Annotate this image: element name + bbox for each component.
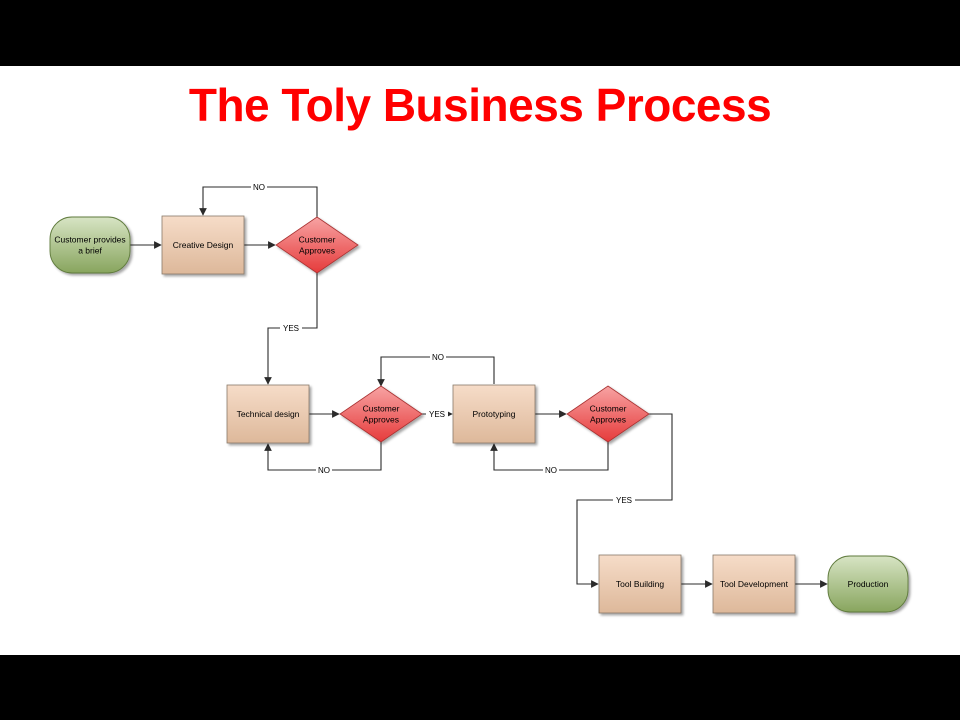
- edge-label-no: NO: [543, 465, 559, 475]
- decision-diamond: [275, 216, 359, 274]
- terminator-shape: [827, 555, 909, 613]
- process-box: [161, 215, 245, 275]
- node-label: Production: [848, 579, 889, 589]
- node-prototyping: Prototyping: [452, 384, 536, 444]
- svg-text:NO: NO: [432, 353, 444, 362]
- svg-text:NO: NO: [545, 466, 557, 475]
- node-label: Technical design: [237, 409, 300, 419]
- process-box: [226, 384, 310, 444]
- node-production: Production: [827, 555, 909, 613]
- node-label: Tool Building: [616, 579, 664, 589]
- node-label: Customer: [363, 404, 400, 414]
- edge-label-yes: YES: [280, 323, 302, 333]
- svg-text:YES: YES: [429, 410, 445, 419]
- process-box: [452, 384, 536, 444]
- node-label: a brief: [78, 246, 102, 256]
- node-label: Customer: [299, 235, 336, 245]
- process-box: [712, 554, 796, 614]
- edge-label-yes: YES: [426, 409, 448, 419]
- edge-label-yes: YES: [613, 495, 635, 505]
- decision-diamond: [566, 385, 650, 443]
- node-label: Creative Design: [173, 240, 234, 250]
- node-creative-design: Creative Design: [161, 215, 245, 275]
- node-label: Approves: [590, 415, 626, 425]
- node-label: Prototyping: [473, 409, 516, 419]
- edge-labels: NO YES NO YES NO NO YES: [251, 182, 635, 505]
- node-label: Approves: [299, 246, 335, 256]
- edge-label-no: NO: [316, 465, 332, 475]
- node-technical-design: Technical design: [226, 384, 310, 444]
- terminator-shape: [49, 216, 131, 274]
- node-tool-building: Tool Building: [598, 554, 682, 614]
- node-label: Customer provides: [54, 235, 125, 245]
- svg-text:NO: NO: [318, 466, 330, 475]
- node-tool-development: Tool Development: [712, 554, 796, 614]
- svg-text:NO: NO: [253, 183, 265, 192]
- edge-label-no: NO: [430, 352, 446, 362]
- decision-diamond: [339, 385, 423, 443]
- page-title: The Toly Business Process: [188, 79, 772, 131]
- edge-label-no: NO: [251, 182, 267, 192]
- slide-background: [0, 66, 960, 655]
- process-box: [598, 554, 682, 614]
- svg-text:YES: YES: [283, 324, 299, 333]
- svg-text:YES: YES: [616, 496, 632, 505]
- node-label: Customer: [590, 404, 627, 414]
- node-label: Tool Development: [720, 579, 789, 589]
- node-label: Approves: [363, 415, 399, 425]
